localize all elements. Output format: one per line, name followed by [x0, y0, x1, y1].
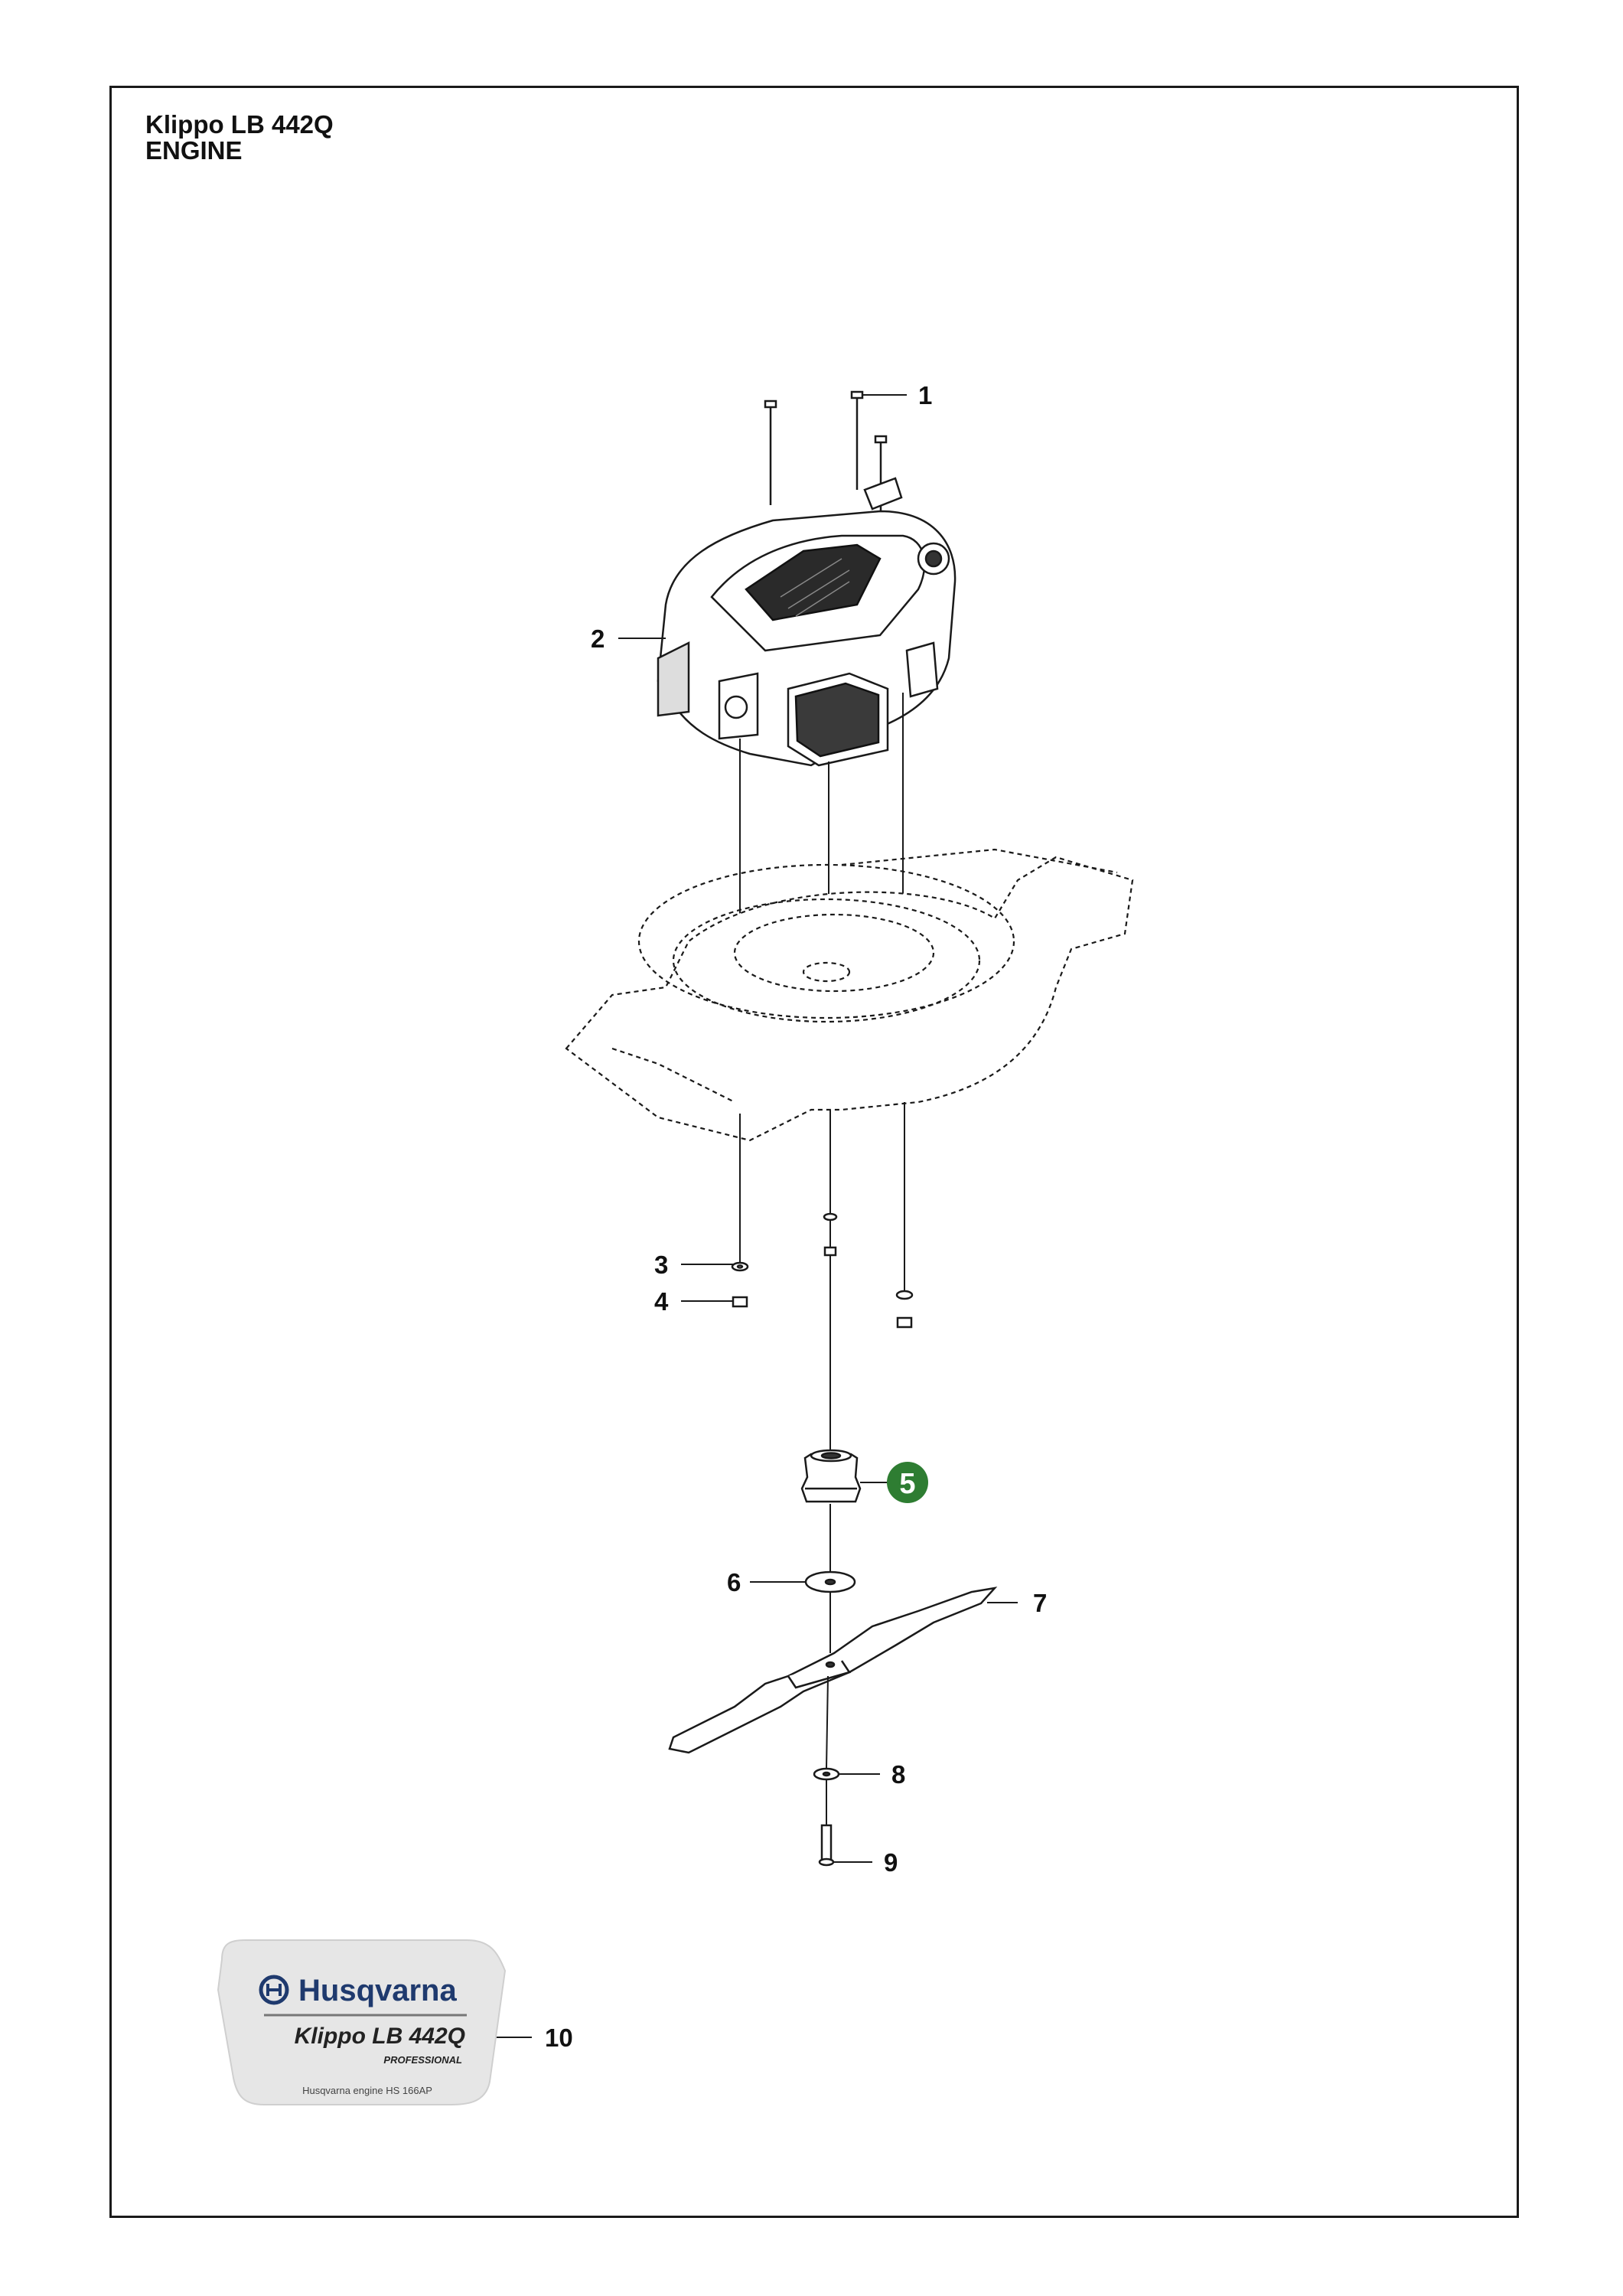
nut-right [896, 1316, 913, 1329]
callout-5: 5 [899, 1468, 915, 1500]
callout-4: 4 [654, 1287, 669, 1316]
blade-washer-part-6 [804, 1570, 856, 1593]
callout-1: 1 [918, 381, 932, 409]
washer-right [895, 1290, 914, 1300]
section-name: ENGINE [145, 136, 243, 165]
model-name: Klippo LB 442Q [145, 110, 334, 139]
decal-part-10: Husqvarna Klippo LB 442Q PROFESSIONAL Hu… [217, 1939, 507, 2105]
blade-part-7 [668, 1587, 998, 1754]
callout-7: 7 [1033, 1589, 1047, 1617]
callout-10: 10 [545, 2024, 573, 2052]
blade-hub-part-5 [800, 1449, 862, 1503]
page-title: Klippo LB 442Q ENGINE [145, 112, 334, 164]
callout-9: 9 [884, 1848, 898, 1877]
callout-3: 3 [654, 1251, 668, 1279]
decal-tier: PROFESSIONAL [383, 2054, 462, 2066]
callout-5-highlighted: 5 [887, 1462, 928, 1503]
engine-bolt-middle [850, 390, 864, 490]
callout-8: 8 [891, 1760, 905, 1789]
engine-bolt-left [764, 400, 777, 505]
decal-engine-note: Husqvarna engine HS 166AP [302, 2085, 432, 2096]
blade-bolt-part-9 [818, 1824, 835, 1867]
engine-assembly [657, 477, 957, 767]
blade-bolt-washer-part-8 [813, 1767, 840, 1781]
nut-part-4 [732, 1296, 748, 1308]
crankshaft-washer [823, 1212, 838, 1257]
callout-6: 6 [727, 1568, 741, 1596]
husqvarna-logo-icon [259, 1975, 289, 2005]
page-frame [109, 86, 1519, 2218]
mower-deck [565, 848, 1134, 1142]
washer-part-3 [731, 1261, 749, 1272]
decal-product: Klippo LB 442Q [295, 2024, 465, 2049]
callout-2: 2 [591, 625, 605, 653]
decal-brand: Husqvarna [298, 1974, 457, 2007]
